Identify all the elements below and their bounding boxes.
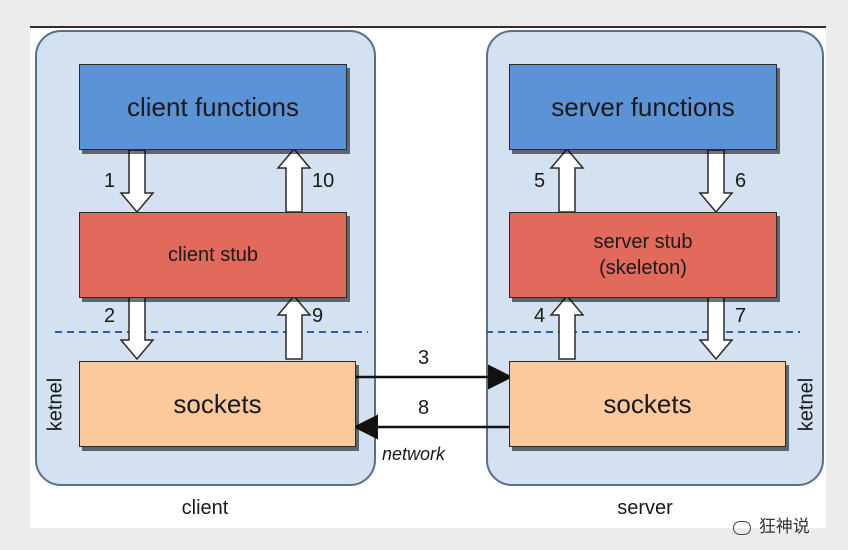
server-sockets-label: sockets [603,388,692,419]
step-3-label: 3 [418,347,430,369]
server-stub-label: server stub (skeleton) [593,231,693,279]
arrow-step-7 [698,295,734,361]
server-caption: server [617,497,673,519]
step-7-label: 7 [735,305,747,327]
client-sockets-box: sockets [79,361,356,447]
arrow-step-2 [119,295,155,361]
step-4-label: 4 [534,305,546,327]
client-sockets-label: sockets [173,388,262,419]
arrow-step-10 [276,147,312,213]
server-functions-label: server functions [551,91,735,122]
client-functions-label: client functions [127,91,299,122]
top-rule [30,26,826,28]
watermark: 狂神说 [733,512,810,537]
step-9-label: 9 [312,305,324,327]
arrow-step-6 [698,149,734,214]
step-5-label: 5 [534,170,546,192]
arrow-step-9 [276,294,312,360]
step-10-label: 10 [312,170,335,192]
client-kernel-label: ketnel [44,377,67,432]
step-2-label: 2 [104,305,116,327]
arrow-step-4 [549,294,585,360]
arrow-step-1 [119,149,155,214]
client-stub-label: client stub [167,244,259,266]
server-functions-box: server functions [509,64,777,150]
wechat-icon [733,520,751,535]
network-label: network [382,444,446,464]
server-kernel-label: ketnel [795,377,818,432]
step-6-label: 6 [735,170,747,192]
client-functions-box: client functions [79,64,347,150]
client-stub-box: client stub [79,212,347,298]
step-1-label: 1 [104,170,116,192]
watermark-text: 狂神说 [758,517,810,536]
step-8-label: 8 [418,397,430,419]
client-caption: client [181,497,229,519]
server-stub-box: server stub (skeleton) [509,212,777,298]
arrow-step-5 [549,147,585,213]
server-sockets-box: sockets [509,361,786,447]
